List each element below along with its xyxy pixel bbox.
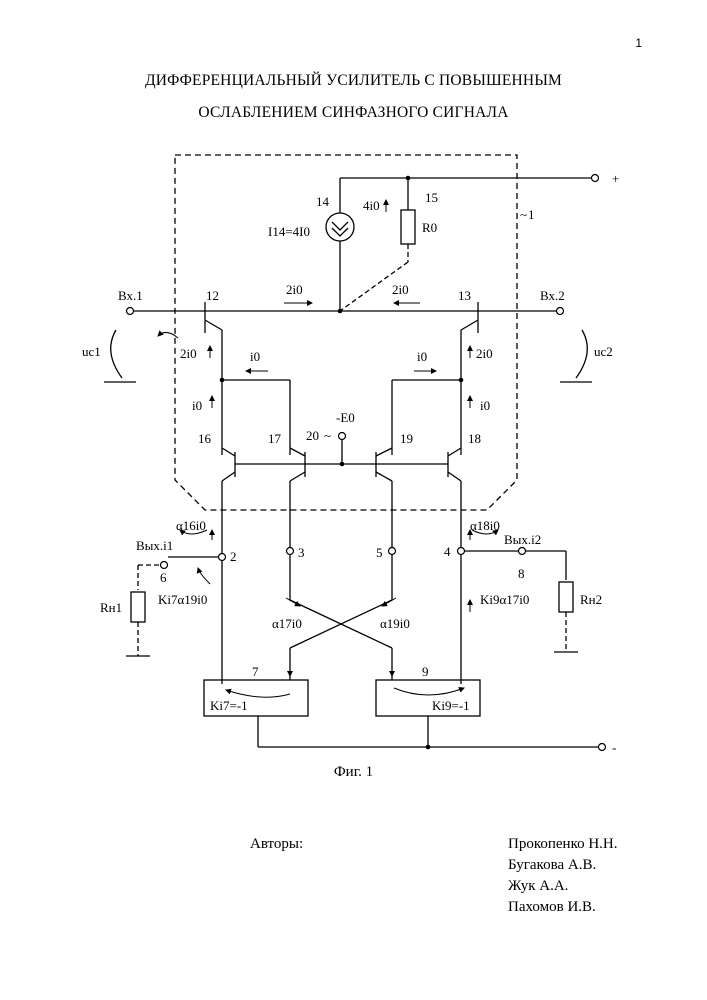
current-source-14 — [326, 213, 354, 241]
author-name: Бугакова А.В. — [508, 855, 618, 876]
label-out2: Вых.i2 — [504, 532, 541, 547]
label-t16: 16 — [198, 431, 212, 446]
label-t18: 18 — [468, 431, 481, 446]
load-rn2 — [559, 582, 573, 612]
label-t19: 19 — [400, 431, 413, 446]
terminal-4 — [458, 548, 465, 555]
label-2i0-q12: 2i0 — [180, 346, 197, 361]
label-2i0-q13: 2i0 — [476, 346, 493, 361]
label-t12: 12 — [206, 288, 219, 303]
label-source-value: I14=4I0 — [268, 224, 310, 239]
terminal-3 — [287, 548, 294, 555]
label-i0-q16: i0 — [192, 398, 202, 413]
label-i0-left: i0 — [250, 349, 260, 364]
svg-text:~: ~ — [520, 207, 527, 222]
label-node-3: 3 — [298, 545, 305, 560]
label-k17a19: Ki7α19i0 — [158, 592, 207, 607]
authors-label: Авторы: — [250, 836, 303, 853]
label-block-1: 1 — [528, 207, 535, 222]
label-uc1: uc1 — [82, 344, 101, 359]
label-minus: - — [612, 740, 616, 755]
label-node-2: 2 — [230, 549, 237, 564]
label-node-8: 8 — [518, 566, 525, 581]
terminal-6 — [161, 562, 168, 569]
label-i0-q18: i0 — [480, 398, 490, 413]
terminal-minus — [599, 744, 606, 751]
label-plus: + — [612, 171, 619, 186]
label-r0: R0 — [422, 220, 437, 235]
label-uc2: uc2 — [594, 344, 613, 359]
label-mirror-9: Ki9=-1 — [432, 698, 470, 713]
terminal-8 — [519, 548, 526, 555]
authors-list: Прокопенко Н.Н. Бугакова А.В. Жук А.А. П… — [508, 834, 618, 918]
terminal-2 — [219, 554, 226, 561]
resistor-r0 — [401, 210, 415, 244]
label-rn2: Rн2 — [580, 592, 602, 607]
terminal-plus — [592, 175, 599, 182]
label-4i0: 4i0 — [363, 198, 380, 213]
label-a19: α19i0 — [380, 616, 410, 631]
terminal-20 — [339, 433, 346, 440]
figure-caption: Фиг. 1 — [0, 764, 707, 781]
label-minus-e0: -E0 — [336, 410, 355, 425]
svg-text:~: ~ — [324, 428, 331, 443]
label-a16: α16i0 — [176, 518, 206, 533]
label-mirror-7: Ki7=-1 — [210, 698, 248, 713]
label-a17: α17i0 — [272, 616, 302, 631]
block-1-border — [175, 155, 517, 510]
label-node-9: 9 — [422, 664, 429, 679]
label-vx1: Вх.1 — [118, 288, 143, 303]
label-vx2: Вх.2 — [540, 288, 565, 303]
label-2i0-left: 2i0 — [286, 282, 303, 297]
label-t20: 20 — [306, 428, 319, 443]
label-out1: Вых.i1 — [136, 538, 173, 553]
terminal-5 — [389, 548, 396, 555]
terminal-vx2 — [557, 308, 564, 315]
author-name: Жук А.А. — [508, 876, 618, 897]
author-name: Пахомов И.В. — [508, 897, 618, 918]
label-t17: 17 — [268, 431, 282, 446]
circuit-schematic: + - 1 ~ 14 I14=4I0 15 R0 4i0 2i0 2i0 Вх.… — [0, 0, 707, 760]
label-node-7: 7 — [252, 664, 259, 679]
load-rn1 — [131, 592, 145, 622]
terminal-vx1 — [127, 308, 134, 315]
label-k19a17: Ki9α17i0 — [480, 592, 529, 607]
author-name: Прокопенко Н.Н. — [508, 834, 618, 855]
label-rn1: Rн1 — [100, 600, 122, 615]
label-a18: α18i0 — [470, 518, 500, 533]
label-source-14: 14 — [316, 194, 330, 209]
label-resistor-15: 15 — [425, 190, 438, 205]
label-i0-right: i0 — [417, 349, 427, 364]
label-node-4: 4 — [444, 544, 451, 559]
label-node-6: 6 — [160, 570, 167, 585]
label-t13: 13 — [458, 288, 471, 303]
label-2i0-right: 2i0 — [392, 282, 409, 297]
label-node-5: 5 — [376, 545, 383, 560]
